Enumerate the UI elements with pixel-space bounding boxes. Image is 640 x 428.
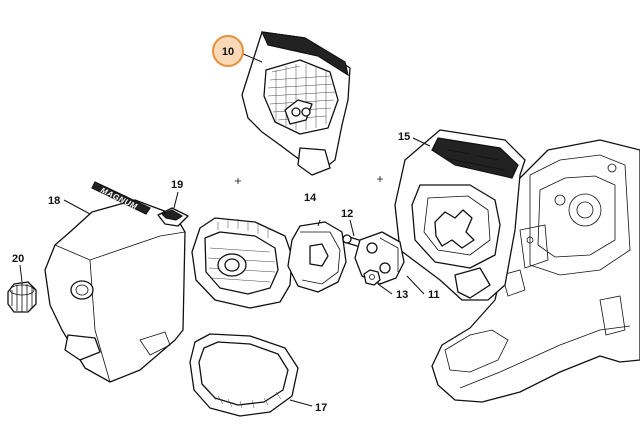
saw-housing bbox=[431, 139, 640, 403]
callout-19: 19 bbox=[171, 179, 183, 191]
callout-10-highlight bbox=[212, 35, 244, 67]
callout-13: 13 bbox=[396, 289, 408, 301]
callout-12: 12 bbox=[341, 208, 353, 220]
leader-17 bbox=[289, 399, 313, 407]
callout-17: 17 bbox=[315, 402, 327, 414]
filter-band bbox=[189, 333, 299, 417]
callouts: 10 15 14 12 11 13 18 19 20 17 bbox=[12, 35, 440, 414]
leader-18 bbox=[63, 199, 91, 215]
filter-base-part bbox=[241, 31, 351, 176]
clip-part bbox=[157, 207, 189, 227]
callout-14: 14 bbox=[304, 192, 317, 204]
leader-19 bbox=[173, 191, 179, 209]
dimension-marks bbox=[235, 176, 383, 184]
air-filter-element bbox=[191, 217, 293, 309]
leader-11 bbox=[406, 275, 425, 295]
callout-10: 10 bbox=[222, 46, 234, 58]
callout-18: 18 bbox=[48, 195, 60, 207]
leader-14 bbox=[317, 219, 321, 227]
small-nut bbox=[363, 269, 381, 286]
callout-15: 15 bbox=[398, 131, 410, 143]
leader-15 bbox=[412, 137, 431, 147]
callout-11: 11 bbox=[428, 289, 440, 301]
filter-cover: MAGNUM bbox=[44, 181, 186, 383]
leader-12 bbox=[349, 219, 355, 237]
callout-20: 20 bbox=[12, 253, 24, 265]
leader-13 bbox=[377, 283, 393, 295]
prefilter-cap bbox=[287, 221, 347, 293]
bracket-part bbox=[354, 231, 405, 285]
leader-20 bbox=[19, 264, 23, 283]
knurled-nut bbox=[7, 281, 37, 313]
leader-lines bbox=[19, 52, 431, 407]
carburetor-box bbox=[394, 129, 526, 301]
magnum-logo-strip bbox=[91, 181, 151, 215]
leader-10 bbox=[240, 52, 263, 63]
